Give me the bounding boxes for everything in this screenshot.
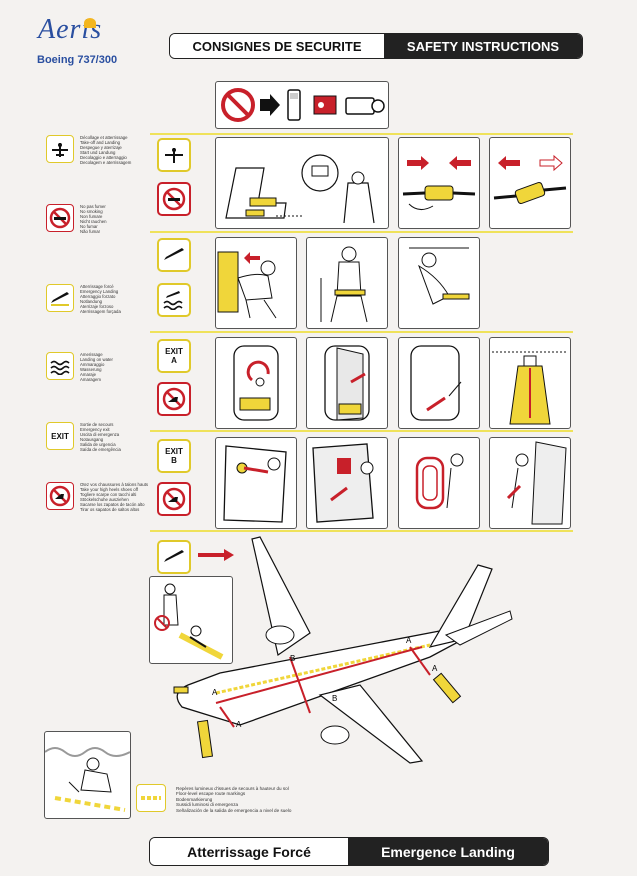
aircraft-model: Boeing 737/300 [37,54,118,66]
footer-title-fr: Atterrissage Forcé [150,838,348,865]
title-fr: CONSIGNES DE SECURITE [170,34,384,58]
fasten-belt-panel [398,137,480,229]
brace-position-panel [398,237,480,329]
water-landing-icon [157,283,191,317]
seat-upright-panel [215,137,389,229]
emergency-landing-icon [157,540,191,574]
no-high-heels-icon [46,482,74,510]
exit-b-step-4 [489,437,571,529]
window-exit-illustration [312,443,374,523]
unfasten-belt-panel [489,137,571,229]
exit-marker-a: A [432,664,438,673]
exit-a-step-2 [306,337,388,429]
title-en: SAFETY INSTRUCTIONS [384,34,582,58]
window-exit-illustration [506,441,567,525]
door-illustration [410,345,462,421]
brace-illustration [217,251,277,319]
aircraft-diagram: A A B B A A [173,536,513,764]
no-electronics-panel [215,81,389,129]
footer-title-en: Emergence Landing [348,838,548,865]
divider [150,331,573,333]
no-smoking-icon [46,204,74,232]
brace-position-panel [306,237,388,329]
floor-path-panel [44,731,131,819]
door-illustration [233,345,279,421]
emergency-landing-icon [157,238,191,272]
no-high-heels-icon [157,482,191,516]
brace-position-panel [215,237,297,329]
exit-marker-a: A [236,720,242,729]
window-exit-illustration [223,445,287,523]
brace-illustration [320,246,368,323]
emergency-landing-icon [46,284,74,312]
divider [150,231,573,233]
seatbelt-release-illustration [493,154,567,205]
seat-illustration [225,154,375,224]
slide-person-illustration [154,583,224,660]
no-smoking-icon [157,182,191,216]
exit-marker-b: B [332,694,337,703]
exit-marker-a: A [406,636,412,645]
exit-a-step-4 [489,337,571,429]
exit-a-step-1 [215,337,297,429]
no-electronics-icon [221,88,385,122]
exit-b-step-1 [215,437,297,529]
takeoff-landing-icon [157,138,191,172]
arrow-right-icon [198,549,234,561]
takeoff-landing-icon [46,135,74,163]
brace-illustration [409,247,470,305]
seatbelt-fasten-illustration [402,156,476,210]
brand-logo: Aeris [38,14,102,46]
divider [150,133,573,135]
exit-b-step-3 [398,437,480,529]
divider [150,530,573,532]
slide-illustration [492,351,568,425]
header-title: CONSIGNES DE SECURITE SAFETY INSTRUCTION… [169,33,583,59]
footer-title: Atterrissage Forcé Emergence Landing [149,837,549,866]
crawling-person-illustration [45,747,130,812]
exit-b-step-2 [306,437,388,529]
slide-evacuation-panel [149,576,233,664]
floor-lighting-text: Repères lumineux d'issues de secours à h… [176,786,292,813]
divider [150,430,573,432]
water-landing-icon [46,352,74,380]
window-exit-illustration [415,453,464,510]
exit-a-icon: EXIT A [157,339,191,373]
exit-b-icon: EXIT B [157,439,191,473]
exit-marker-b: B [290,654,295,663]
no-high-heels-icon [157,382,191,416]
exit-marker-a: A [212,688,218,697]
floor-lights-icon [136,784,166,812]
door-illustration [324,345,370,421]
exit-icon: EXIT [46,422,74,450]
sun-icon [84,18,96,28]
exit-a-step-3 [398,337,480,429]
